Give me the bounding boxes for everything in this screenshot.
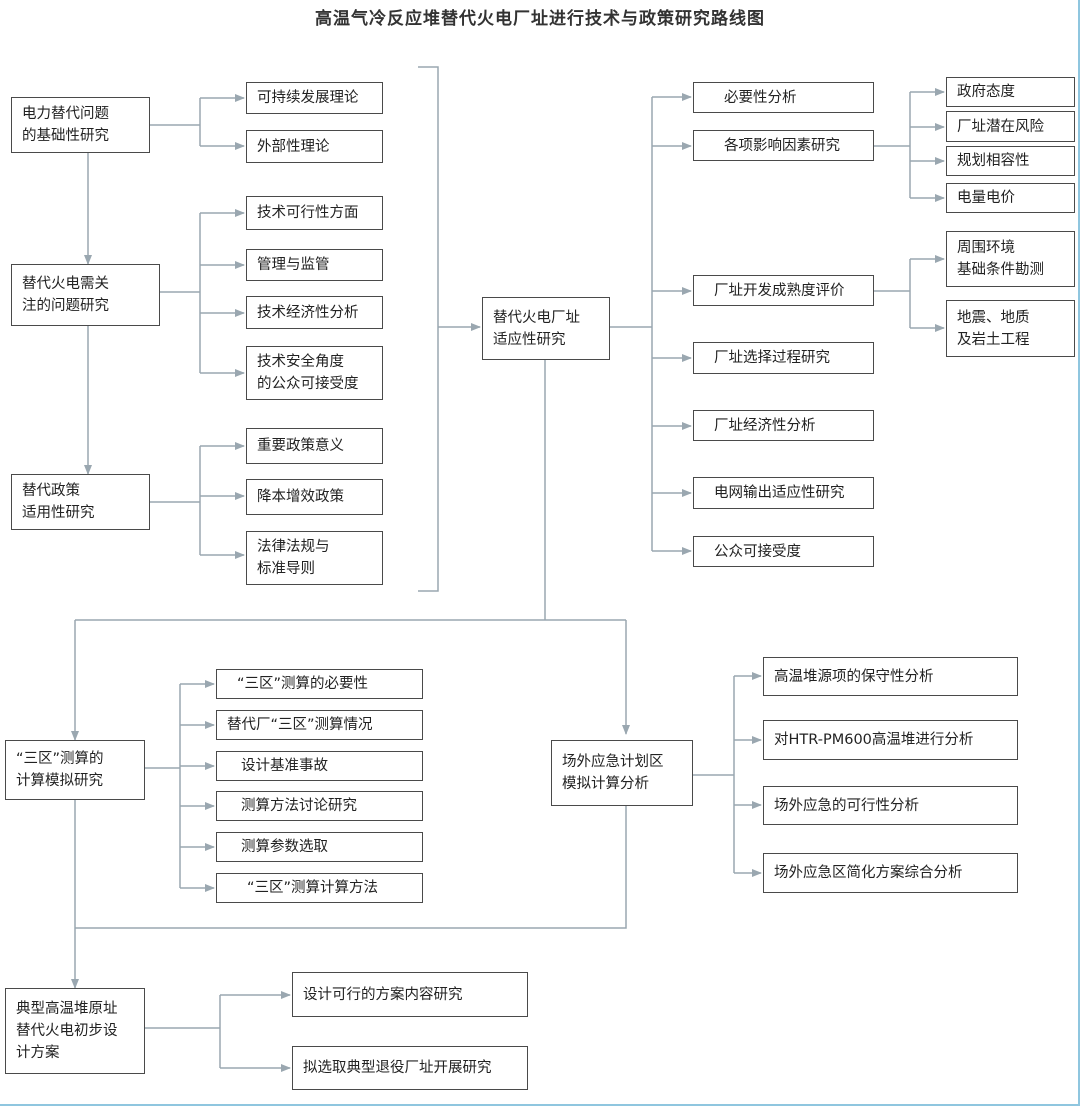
- node-typical-plan: 典型高温堆原址 替代火电初步设 计方案: [5, 988, 145, 1074]
- node-surroundings: 周围环境 基础条件勘测: [946, 231, 1075, 287]
- node-public-acceptance: 公众可接受度: [693, 536, 874, 567]
- node-basic-research: 电力替代问题 的基础性研究: [11, 97, 150, 153]
- node-planning: 规划相容性: [946, 146, 1075, 176]
- node-concern-research: 替代火电需关 注的问题研究: [11, 264, 160, 326]
- node-offsite-feasibility: 场外应急的可行性分析: [763, 786, 1018, 825]
- node-tz-necessity: “三区”测算的必要性: [216, 669, 423, 699]
- node-necessity: 必要性分析: [693, 82, 874, 113]
- node-gov-attitude: 政府态度: [946, 77, 1075, 107]
- bottom-border: [0, 1104, 1080, 1106]
- node-electricity-price: 电量电价: [946, 183, 1075, 213]
- node-tz-method: “三区”测算计算方法: [216, 873, 423, 903]
- node-site-risk: 厂址潜在风险: [946, 111, 1075, 142]
- node-conservatism: 高温堆源项的保守性分析: [763, 657, 1018, 696]
- node-sustainable-theory: 可持续发展理论: [246, 82, 383, 114]
- node-site-economic: 厂址经济性分析: [693, 410, 874, 441]
- node-laws-standards: 法律法规与 标准导则: [246, 531, 383, 585]
- node-policy-research: 替代政策 适用性研究: [11, 474, 150, 530]
- node-externality-theory: 外部性理论: [246, 130, 383, 163]
- node-geology: 地震、地质 及岩土工程: [946, 300, 1075, 357]
- node-retired-site: 拟选取典型退役厂址开展研究: [292, 1046, 528, 1090]
- node-policy-significance: 重要政策意义: [246, 428, 383, 464]
- node-tech-economic: 技术经济性分析: [246, 296, 383, 329]
- node-htr-analysis: 对HTR-PM600高温堆进行分析: [763, 720, 1018, 760]
- node-public-acceptance-tech: 技术安全角度 的公众可接受度: [246, 346, 383, 400]
- node-offsite: 场外应急计划区 模拟计算分析: [551, 740, 693, 806]
- node-cost-reduction: 降本增效政策: [246, 479, 383, 515]
- node-param-selection: 测算参数选取: [216, 832, 423, 862]
- node-design-accident: 设计基准事故: [216, 751, 423, 781]
- node-grid-output: 电网输出适应性研究: [693, 477, 874, 509]
- node-simplified-plan: 场外应急区简化方案综合分析: [763, 853, 1018, 893]
- node-factors: 各项影响因素研究: [693, 130, 874, 161]
- node-management: 管理与监管: [246, 249, 383, 281]
- node-tech-feasibility: 技术可行性方面: [246, 196, 383, 230]
- node-site-adaptability: 替代火电厂址 适应性研究: [482, 297, 610, 360]
- node-feasible-plan: 设计可行的方案内容研究: [292, 972, 528, 1017]
- node-site-selection: 厂址选择过程研究: [693, 342, 874, 374]
- node-maturity: 厂址开发成熟度评价: [693, 275, 874, 306]
- right-border: [1078, 0, 1080, 1106]
- node-three-zone: “三区”测算的 计算模拟研究: [5, 740, 145, 800]
- node-tz-situation: 替代厂“三区”测算情况: [216, 710, 423, 740]
- node-method-discussion: 测算方法讨论研究: [216, 791, 423, 821]
- diagram-title: 高温气冷反应堆替代火电厂址进行技术与政策研究路线图: [315, 9, 765, 29]
